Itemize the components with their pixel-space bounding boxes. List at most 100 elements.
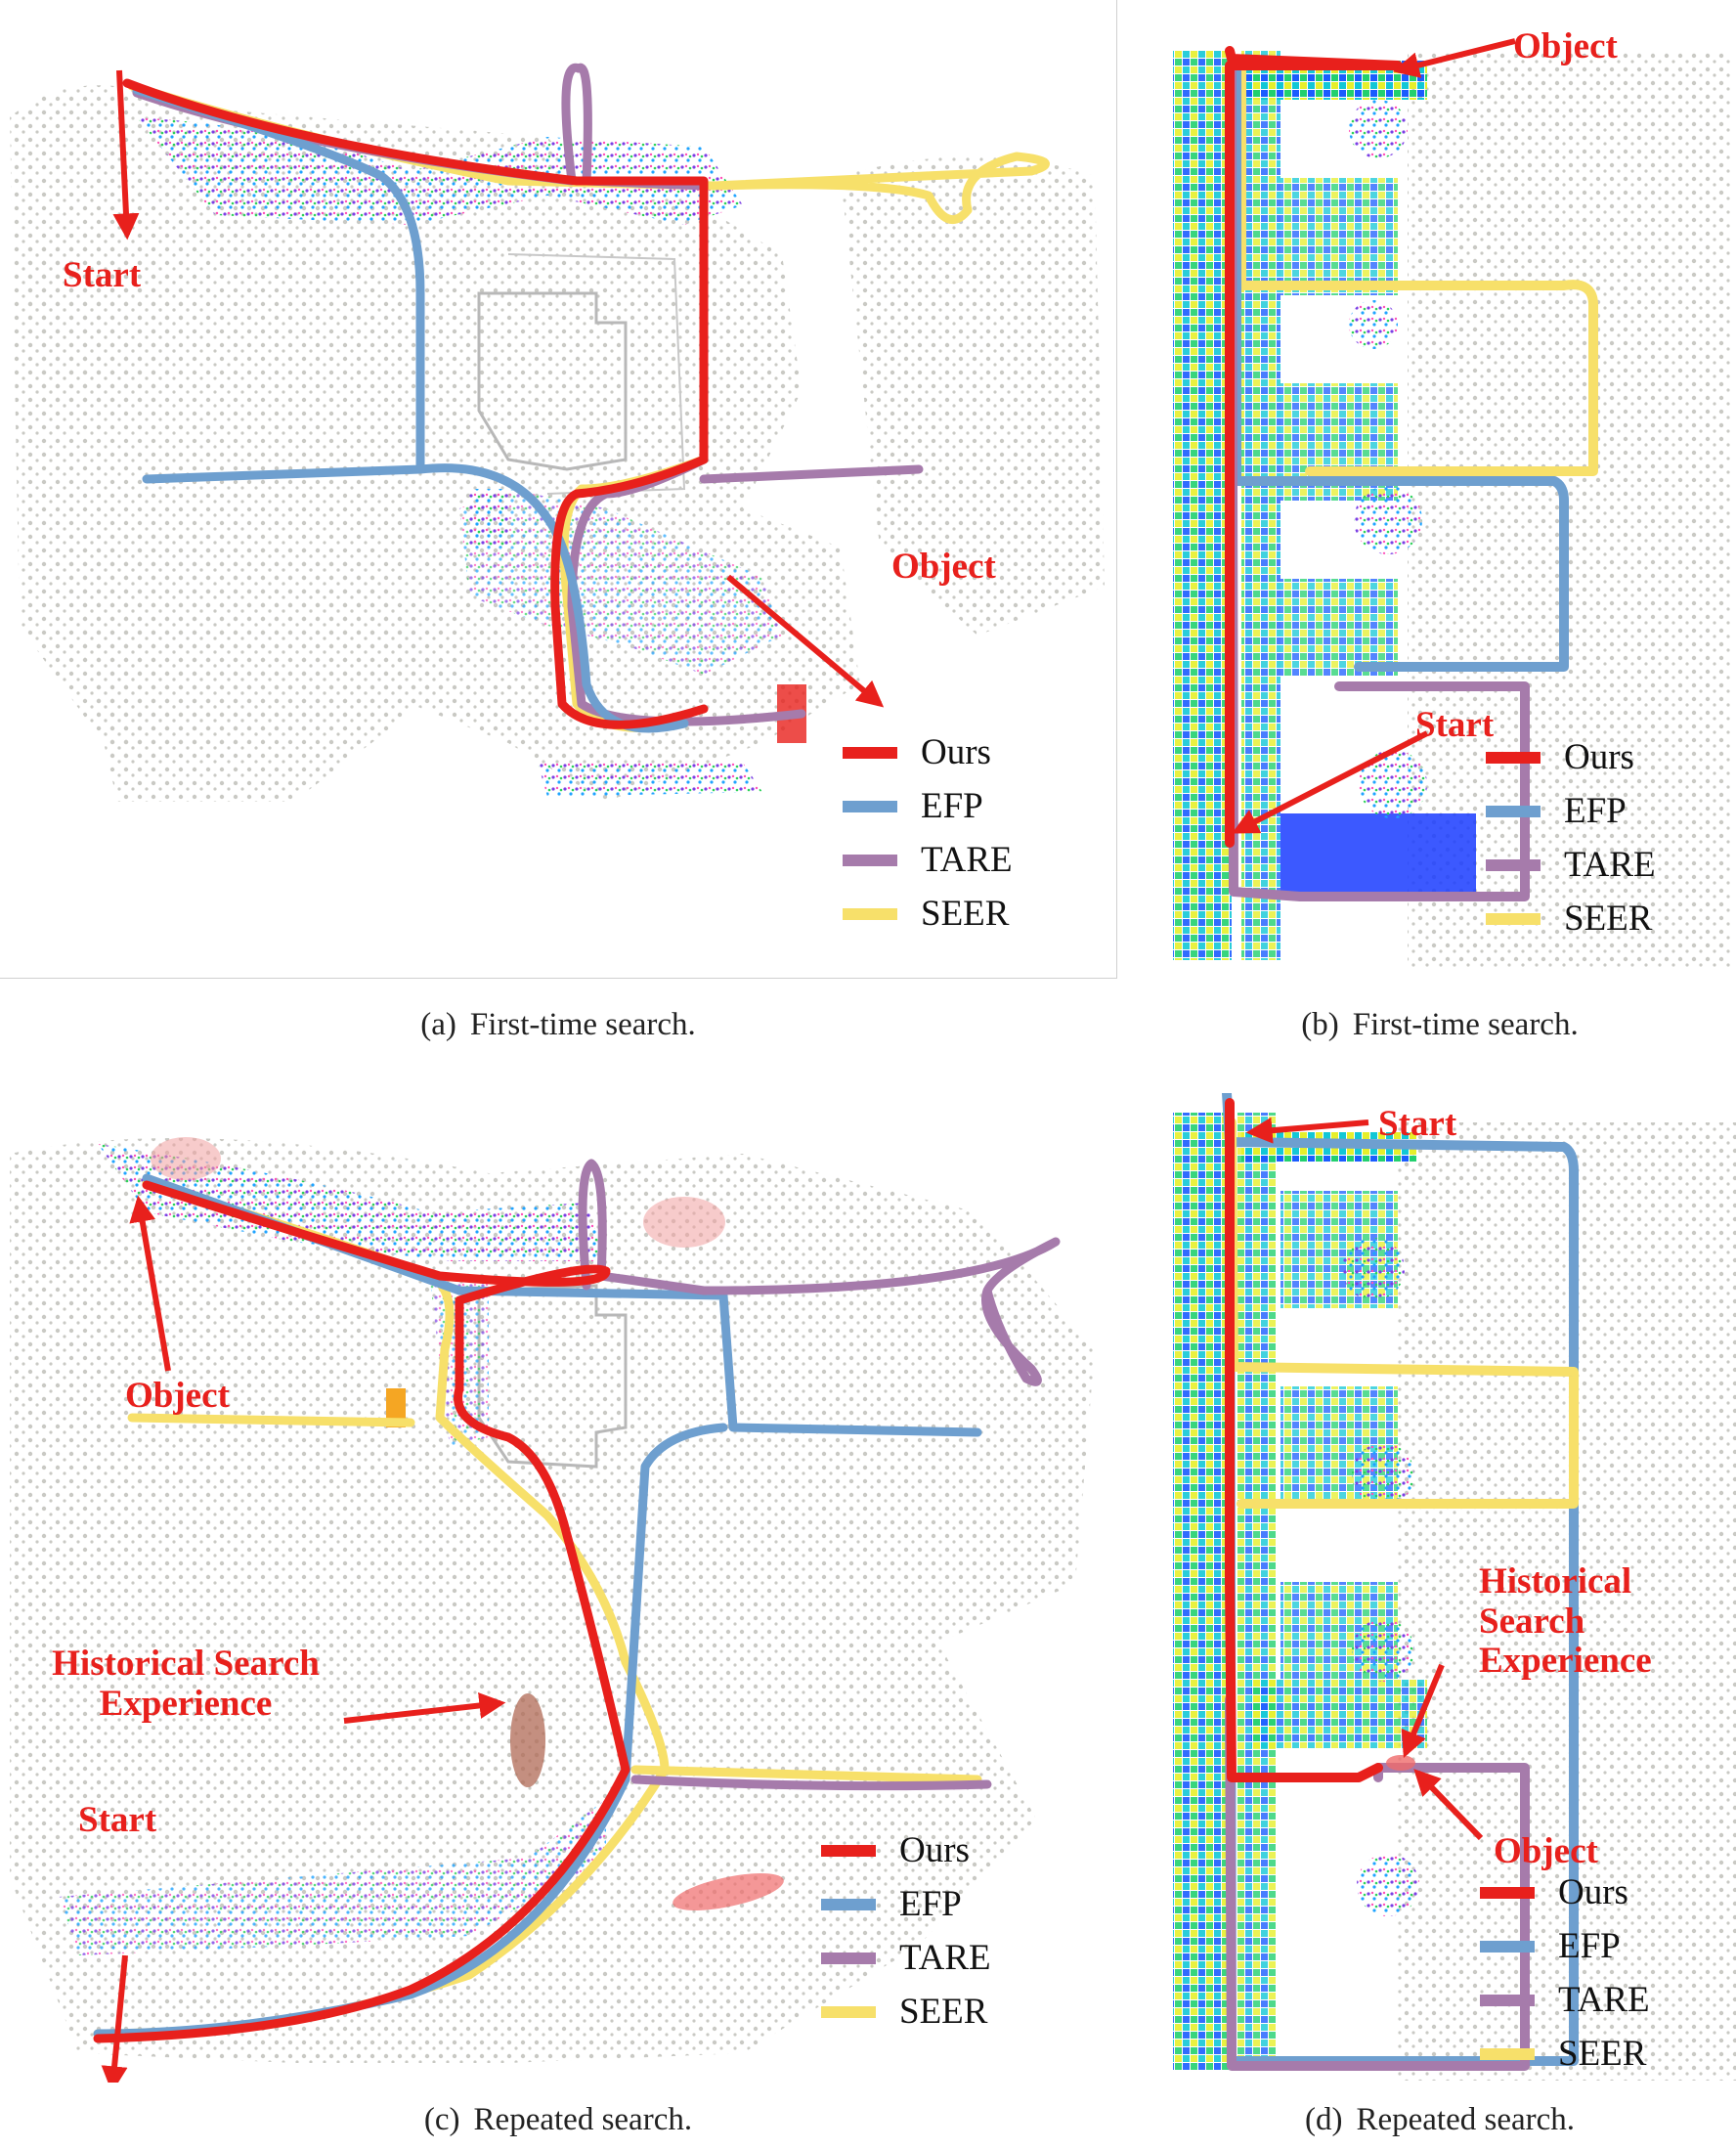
- legend-item-seer: SEER: [1480, 2027, 1650, 2081]
- legend-item-seer: SEER: [821, 1985, 991, 2039]
- caption-tag: (c): [423, 2102, 460, 2137]
- legend-label: TARE: [921, 840, 1013, 880]
- caption-d: (d) Repeated search.: [1144, 2102, 1736, 2138]
- caption-b: (b)First-time search.: [1144, 1007, 1736, 1043]
- legend-item-efp: EFP: [821, 1877, 991, 1931]
- legend-item-tare: TARE: [843, 833, 1013, 887]
- start-arrow: [1232, 730, 1429, 834]
- legend-label: EFP: [899, 1884, 962, 1924]
- ours-swatch: [1486, 751, 1541, 764]
- tare-swatch: [1486, 858, 1541, 871]
- seer-swatch: [1486, 912, 1541, 925]
- highlight-ellipses: [1386, 1755, 1415, 1771]
- caption-a: (a) First-time search.: [0, 1007, 1116, 1043]
- panel-c-map: Object Historical Search Experience Star…: [0, 1095, 1116, 2083]
- legend-label: Ours: [899, 1830, 970, 1870]
- efp-path: [1222, 1093, 1579, 2066]
- object-label: Object: [1494, 1831, 1598, 1871]
- history-line: Experience: [1479, 1641, 1652, 1682]
- legend-label: Ours: [921, 732, 991, 772]
- history-label: Historical Search Experience: [1479, 1561, 1652, 1682]
- legend-item-seer: SEER: [1486, 892, 1656, 945]
- panel-b-map: Object Start Ours EFP TARE SEER: [1144, 12, 1736, 980]
- legend-label: TARE: [1564, 845, 1656, 885]
- object-label: Object: [891, 547, 996, 587]
- legend-item-ours: Ours: [1486, 730, 1656, 784]
- legend-label: EFP: [1558, 1926, 1621, 1966]
- legend-label: EFP: [1564, 791, 1627, 831]
- annotation-arrows: [101, 1195, 506, 2083]
- start-arrow: [112, 69, 140, 241]
- panel-b-map-canvas: [1173, 38, 1730, 970]
- legend-label: TARE: [899, 1938, 991, 1978]
- object-label: Object: [125, 1376, 230, 1416]
- ours-swatch: [1480, 1886, 1535, 1899]
- legend-item-seer: SEER: [843, 887, 1013, 941]
- highlight-ellipses: [151, 1137, 784, 1910]
- trajectories: [1225, 46, 1598, 901]
- legend-label: TARE: [1558, 1980, 1650, 2020]
- legend-item-efp: EFP: [1480, 1919, 1650, 1973]
- panel-a-map-canvas: [10, 63, 1105, 803]
- legend-item-tare: TARE: [821, 1931, 991, 1985]
- efp-swatch: [1486, 805, 1541, 817]
- efp-swatch: [1480, 1940, 1535, 1953]
- legend-item-ours: Ours: [821, 1823, 991, 1877]
- legend: Ours EFP TARE SEER: [1486, 730, 1656, 945]
- object-arrow: [1392, 38, 1516, 78]
- object-label: Object: [1513, 26, 1618, 66]
- start-arrow: [101, 1954, 128, 2083]
- legend-label: Ours: [1558, 1872, 1628, 1912]
- annotation-arrows: [1232, 38, 1516, 834]
- history-line: Historical: [1479, 1561, 1632, 1602]
- caption-tag: (d): [1304, 2102, 1343, 2137]
- legend-label: SEER: [1564, 899, 1653, 939]
- legend-item-efp: EFP: [1486, 784, 1656, 838]
- tare-path: [578, 1159, 1061, 1791]
- seer-swatch: [821, 2005, 876, 2018]
- trajectories: [93, 1159, 1061, 2043]
- legend-item-ours: Ours: [1480, 1865, 1650, 1919]
- ours-path: [1225, 1098, 1383, 1782]
- history-line: Search: [1479, 1601, 1585, 1642]
- efp-swatch: [821, 1898, 876, 1910]
- point-cloud: [10, 85, 1105, 803]
- object-arrow: [1413, 1769, 1484, 1841]
- history-arrow: [1401, 1663, 1445, 1758]
- start-label: Start: [63, 255, 142, 295]
- annotation-arrows: [1245, 1117, 1484, 1841]
- annotation-arrows: [112, 69, 885, 708]
- legend-item-efp: EFP: [843, 779, 1013, 833]
- ours-path: [93, 1180, 630, 2043]
- caption-text: Repeated search.: [1356, 2102, 1576, 2137]
- efp-swatch: [843, 800, 897, 812]
- caption-c: (c)Repeated search.: [0, 2102, 1116, 2138]
- legend-item-tare: TARE: [1486, 838, 1656, 892]
- caption-tag: (a): [420, 1007, 456, 1042]
- start-label: Start: [1378, 1104, 1457, 1144]
- ours-path: [122, 78, 709, 729]
- start-label: Start: [78, 1800, 157, 1840]
- seer-path: [1237, 56, 1598, 476]
- legend-label: SEER: [899, 1992, 988, 2032]
- legend-label: EFP: [921, 786, 983, 826]
- panel-a-map: Start Object Ours EFP TARE SEER: [0, 0, 1117, 979]
- tare-swatch: [1480, 1994, 1535, 2006]
- start-label: Start: [1415, 705, 1495, 745]
- caption-text: First-time search.: [469, 1007, 696, 1042]
- point-cloud: [1173, 51, 1730, 970]
- object-arrow: [726, 574, 885, 708]
- panel-c-map-canvas: [10, 1137, 1095, 2083]
- legend-item-tare: TARE: [1480, 1973, 1650, 2027]
- panel-d-map: Start Historical Search Experience Objec…: [1144, 1093, 1736, 2083]
- legend-item-ours: Ours: [843, 725, 1013, 779]
- caption-text: First-time search.: [1352, 1007, 1579, 1042]
- panel-d-map-canvas: [1173, 1093, 1736, 2081]
- history-arrow: [343, 1691, 506, 1724]
- efp-path: [1232, 56, 1569, 672]
- legend-label: SEER: [921, 894, 1010, 934]
- history-label: Historical Search Experience: [52, 1644, 320, 1724]
- legend: Ours EFP TARE SEER: [843, 725, 1013, 941]
- object-arrow: [129, 1195, 171, 1372]
- seer-swatch: [843, 907, 897, 920]
